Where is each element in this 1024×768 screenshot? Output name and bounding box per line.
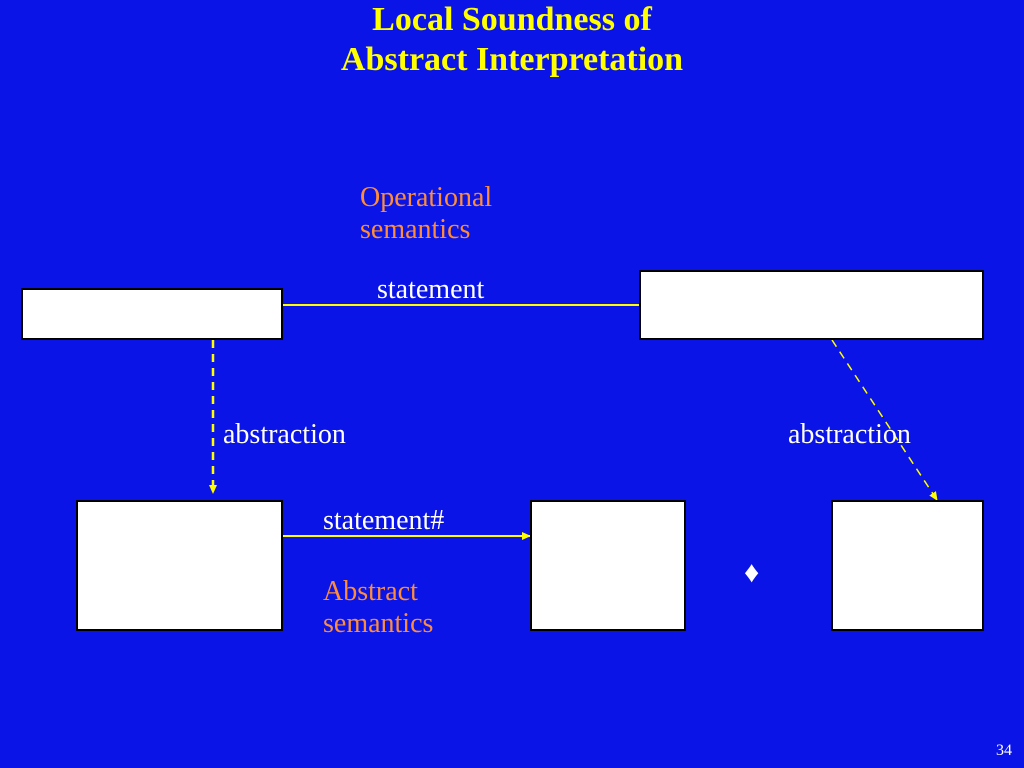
- title-line-2: Abstract Interpretation: [340, 41, 684, 78]
- abstraction-right-arrow: [831, 339, 938, 501]
- title-line-1: Local Soundness of: [372, 1, 652, 38]
- abstraction-right-label: abstraction: [788, 419, 911, 450]
- operational-semantics-label: Operational semantics: [360, 182, 492, 246]
- abstract-input-box: [76, 500, 283, 631]
- page-number: 34: [996, 742, 1012, 759]
- abstraction-left-label: abstraction: [223, 419, 346, 450]
- abstraction-of-output-box: [831, 500, 984, 631]
- operational-label-line-1: Operational: [360, 182, 493, 213]
- statement-label: statement: [377, 274, 485, 305]
- statement-hash-label: statement#: [323, 505, 445, 536]
- abstract-label-line-2: semantics: [323, 608, 434, 639]
- slide-title: Local Soundness of Abstract Interpretati…: [0, 0, 1024, 80]
- concrete-output-box: [639, 270, 984, 340]
- abstract-semantics-label: Abstract semantics: [323, 576, 433, 640]
- order-diamond-icon: ♦: [744, 556, 760, 589]
- abstract-output-box: [530, 500, 686, 631]
- abstract-label-line-1: Abstract: [323, 576, 418, 607]
- concrete-input-box: [21, 288, 283, 340]
- operational-label-line-2: semantics: [360, 214, 471, 245]
